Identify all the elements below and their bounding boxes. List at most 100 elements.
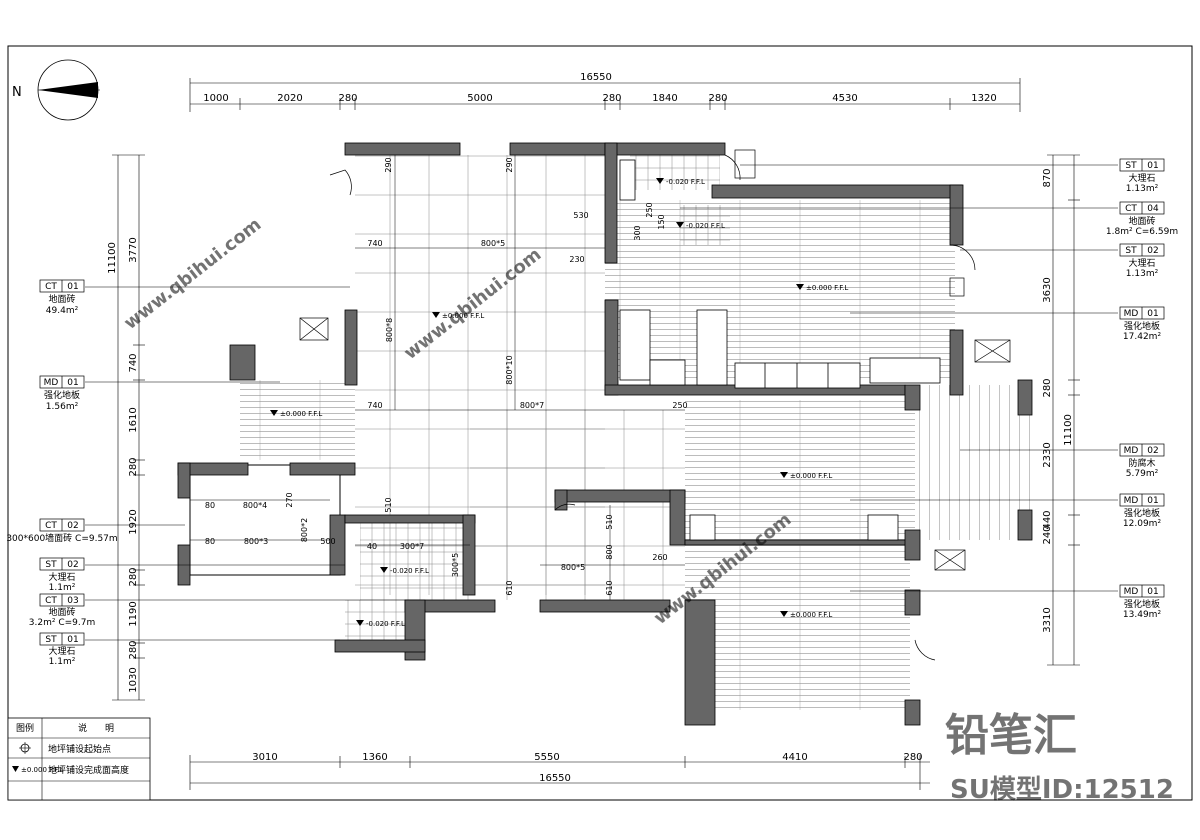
- right-dim: 440: [1042, 510, 1053, 529]
- svg-text:ST: ST: [1125, 246, 1137, 256]
- svg-text:MD: MD: [44, 378, 59, 388]
- svg-text:740: 740: [367, 239, 382, 248]
- svg-text:01: 01: [1147, 161, 1158, 171]
- svg-text:300*5: 300*5: [451, 553, 460, 577]
- bottom-dim: 4410: [782, 752, 807, 763]
- left-material-tags: CT 01 地面砖 49.4m² MD 01 强化地板 1.56m² CT 02…: [6, 279, 118, 667]
- svg-text:1.13m²: 1.13m²: [1126, 269, 1159, 279]
- svg-text:250: 250: [645, 202, 654, 217]
- svg-text:03: 03: [67, 596, 78, 606]
- svg-text:500: 500: [320, 537, 335, 546]
- svg-text:MD: MD: [1124, 496, 1139, 506]
- svg-text:40: 40: [367, 542, 377, 551]
- svg-text:510: 510: [384, 497, 393, 512]
- level-symbol-icon: [12, 766, 19, 772]
- material-tag: ST 02 大理石 1.1m²: [39, 557, 85, 593]
- svg-text:01: 01: [1147, 496, 1158, 506]
- svg-text:强化地板: 强化地板: [44, 389, 80, 401]
- planter-boxes: [299, 149, 1011, 571]
- top-dim: 2020: [277, 93, 302, 104]
- material-tag: CT 02 300*600墙面砖 C=9.57m: [6, 518, 118, 544]
- svg-text:800: 800: [605, 544, 614, 559]
- legend-header-symbol: 图例: [16, 722, 34, 734]
- master-bedroom-floor: [605, 200, 955, 380]
- svg-text:13.49m²: 13.49m²: [1123, 610, 1162, 620]
- top-dim: 1320: [971, 93, 996, 104]
- svg-text:-0.020 F.F.L: -0.020 F.F.L: [666, 178, 705, 186]
- svg-text:250: 250: [672, 401, 687, 410]
- svg-text:1.1m²: 1.1m²: [49, 583, 76, 593]
- material-tag: MD 02 防腐木 5.79m²: [1119, 443, 1165, 479]
- bathroom2-floor: [630, 155, 720, 190]
- bottom-dim: 3010: [252, 752, 277, 763]
- north-arrow: N: [12, 59, 100, 121]
- svg-text:01: 01: [67, 378, 78, 388]
- legend-header-desc: 说 明: [78, 722, 114, 734]
- svg-text:510: 510: [605, 514, 614, 529]
- svg-text:300: 300: [633, 225, 642, 240]
- svg-text:强化地板: 强化地板: [1124, 598, 1160, 610]
- bottom-dim: 280: [903, 752, 922, 763]
- svg-text:地面砖: 地面砖: [48, 606, 75, 618]
- bathroom1-floor: [360, 520, 470, 600]
- svg-text:MD: MD: [1124, 587, 1139, 597]
- svg-text:大理石: 大理石: [48, 645, 75, 657]
- svg-text:270: 270: [285, 492, 294, 507]
- legend-row1-desc: 地坪铺设起始点: [48, 743, 111, 755]
- svg-text:防腐木: 防腐木: [1128, 457, 1155, 469]
- bottom-dimension-labels: 3010 1360 5550 4410 280 16550: [252, 752, 922, 784]
- right-material-tags: ST 01 大理石 1.13m² CT 04 地面砖 1.8m² C=6.59m…: [1106, 158, 1178, 620]
- svg-text:±0.000 F.F.L: ±0.000 F.F.L: [280, 410, 322, 418]
- walls: [177, 142, 1033, 726]
- level-marker: -0.020 F.F.L: [380, 567, 429, 575]
- bathroom2-shower-floor: [680, 205, 730, 245]
- top-dim: 1000: [203, 93, 228, 104]
- level-marker: -0.020 F.F.L: [356, 620, 405, 628]
- living-lower-floor: [470, 410, 685, 600]
- svg-text:230: 230: [569, 255, 584, 264]
- dim-ticks-bottom: [189, 755, 921, 790]
- svg-text:大理石: 大理石: [48, 571, 75, 583]
- right-dimension-labels: 11100 870 3630 280 2330 240 440 3310: [1042, 168, 1074, 632]
- material-tag: MD 01 强化地板 1.56m²: [39, 375, 85, 412]
- right-dim: 280: [1042, 378, 1053, 397]
- balcony-deck-floor: [918, 385, 1030, 540]
- bedroom3-floor: [685, 545, 910, 710]
- level-marker: -0.020 F.F.L: [676, 222, 725, 230]
- inner-dimension-labels: 740 800*5 800*8 800*10 740 800*7 250 530…: [205, 157, 688, 595]
- level-marker: ±0.000 F.F.L: [780, 472, 832, 480]
- material-tag: ST 01 大理石 1.13m²: [1119, 158, 1165, 194]
- svg-text:800*5: 800*5: [481, 239, 505, 248]
- svg-text:±0.000 F.F.L: ±0.000 F.F.L: [806, 284, 848, 292]
- svg-text:大理石: 大理石: [1128, 257, 1155, 269]
- svg-text:80: 80: [205, 537, 215, 546]
- svg-text:CT: CT: [45, 282, 57, 292]
- material-tag: CT 04 地面砖 1.8m² C=6.59m: [1106, 201, 1178, 237]
- left-dim: 1030: [128, 667, 139, 692]
- start-point-icon: [19, 742, 31, 754]
- top-total-dim: 16550: [580, 72, 612, 83]
- svg-text:49.4m²: 49.4m²: [46, 306, 79, 316]
- svg-text:800*2: 800*2: [300, 518, 309, 542]
- svg-text:02: 02: [1147, 446, 1158, 456]
- right-dim: 3630: [1042, 277, 1053, 302]
- door-swings: [329, 154, 976, 661]
- svg-text:800*7: 800*7: [520, 401, 544, 410]
- left-dim: 3770: [128, 237, 139, 262]
- bathroom1-shower-floor: [345, 600, 410, 640]
- svg-text:-0.020 F.F.L: -0.020 F.F.L: [686, 222, 725, 230]
- watermark-brand: 铅笔汇: [945, 710, 1077, 761]
- dimension-lines: [112, 78, 1080, 790]
- top-dim: 280: [338, 93, 357, 104]
- left-total-dim: 11100: [107, 242, 118, 274]
- bottom-dim: 1360: [362, 752, 387, 763]
- material-tag: ST 01 大理石 1.1m²: [39, 632, 85, 667]
- svg-text:610: 610: [605, 580, 614, 595]
- right-dim: 870: [1042, 168, 1053, 187]
- level-markers: ±0.000 F.F.L ±0.000 F.F.L ±0.000 F.F.L ±…: [270, 178, 848, 628]
- top-dim: 1840: [652, 93, 677, 104]
- cabinets: [619, 159, 941, 541]
- svg-text:800*8: 800*8: [385, 318, 394, 342]
- dim-ticks-top: [189, 78, 1021, 112]
